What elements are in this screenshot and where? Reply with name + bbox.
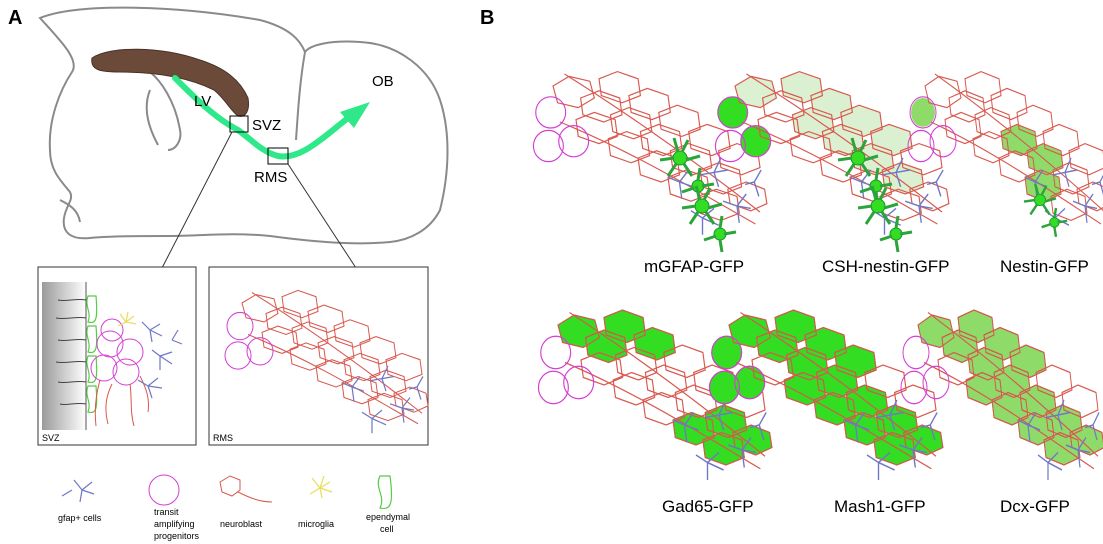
brain-outline	[38, 6, 449, 245]
legend-ependymal-line1: ependymal	[366, 512, 410, 522]
rms-inset-label: RMS	[213, 433, 233, 443]
lateral-ventricle	[91, 48, 249, 117]
csh-nestin-gfp-diagram	[714, 70, 950, 254]
rms-inset: RMS	[208, 266, 429, 446]
dcx-gfp-diagram	[900, 309, 1103, 481]
lv-label: LV	[194, 93, 211, 110]
svz-label: SVZ	[252, 117, 281, 134]
legend-tap-line3: progenitors	[154, 531, 200, 541]
mash1-gfp-diagram	[708, 309, 944, 481]
legend-progenitor-icon	[148, 474, 180, 506]
zoom-lines	[161, 131, 357, 269]
rms-region-box	[267, 147, 289, 165]
panel-a-letter: A	[8, 7, 22, 29]
svz-inset-label: SVZ	[42, 433, 60, 443]
nestin-gfp-diagram	[907, 70, 1103, 239]
legend-tap-line1: transit	[154, 507, 179, 517]
migration-arrow	[172, 75, 370, 160]
legend-microglia-label: microglia	[298, 519, 334, 529]
legend-ependymal-icon	[377, 475, 393, 510]
label-mash1-gfp: Mash1-GFP	[834, 497, 926, 516]
legend-tap-line2: amplifying	[154, 519, 195, 529]
label-dcx-gfp: Dcx-GFP	[1000, 497, 1070, 516]
panel-b-letter: B	[480, 7, 494, 29]
label-csh-nestin-gfp: CSH-nestin-GFP	[822, 257, 950, 276]
label-gad65-gfp: Gad65-GFP	[662, 497, 754, 516]
label-nestin-gfp: Nestin-GFP	[1000, 257, 1089, 276]
legend-gfap-icon	[61, 479, 95, 503]
svz-region-box	[229, 115, 249, 133]
legend-ependymal-line2: cell	[380, 524, 394, 534]
legend-gfap-label: gfap+ cells	[58, 513, 102, 523]
legend-neuroblast-icon	[219, 475, 273, 503]
label-mgfap-gfp: mGFAP-GFP	[644, 257, 744, 276]
svz-inset: SVZ	[37, 266, 197, 446]
rms-label: RMS	[254, 169, 287, 186]
legend: gfap+ cells transit amplifying progenito…	[58, 474, 410, 541]
legend-microglia-icon	[309, 475, 333, 499]
legend-neuroblast-label: neuroblast	[220, 519, 263, 529]
ob-label: OB	[372, 73, 394, 90]
gad65-gfp-diagram	[537, 309, 773, 481]
